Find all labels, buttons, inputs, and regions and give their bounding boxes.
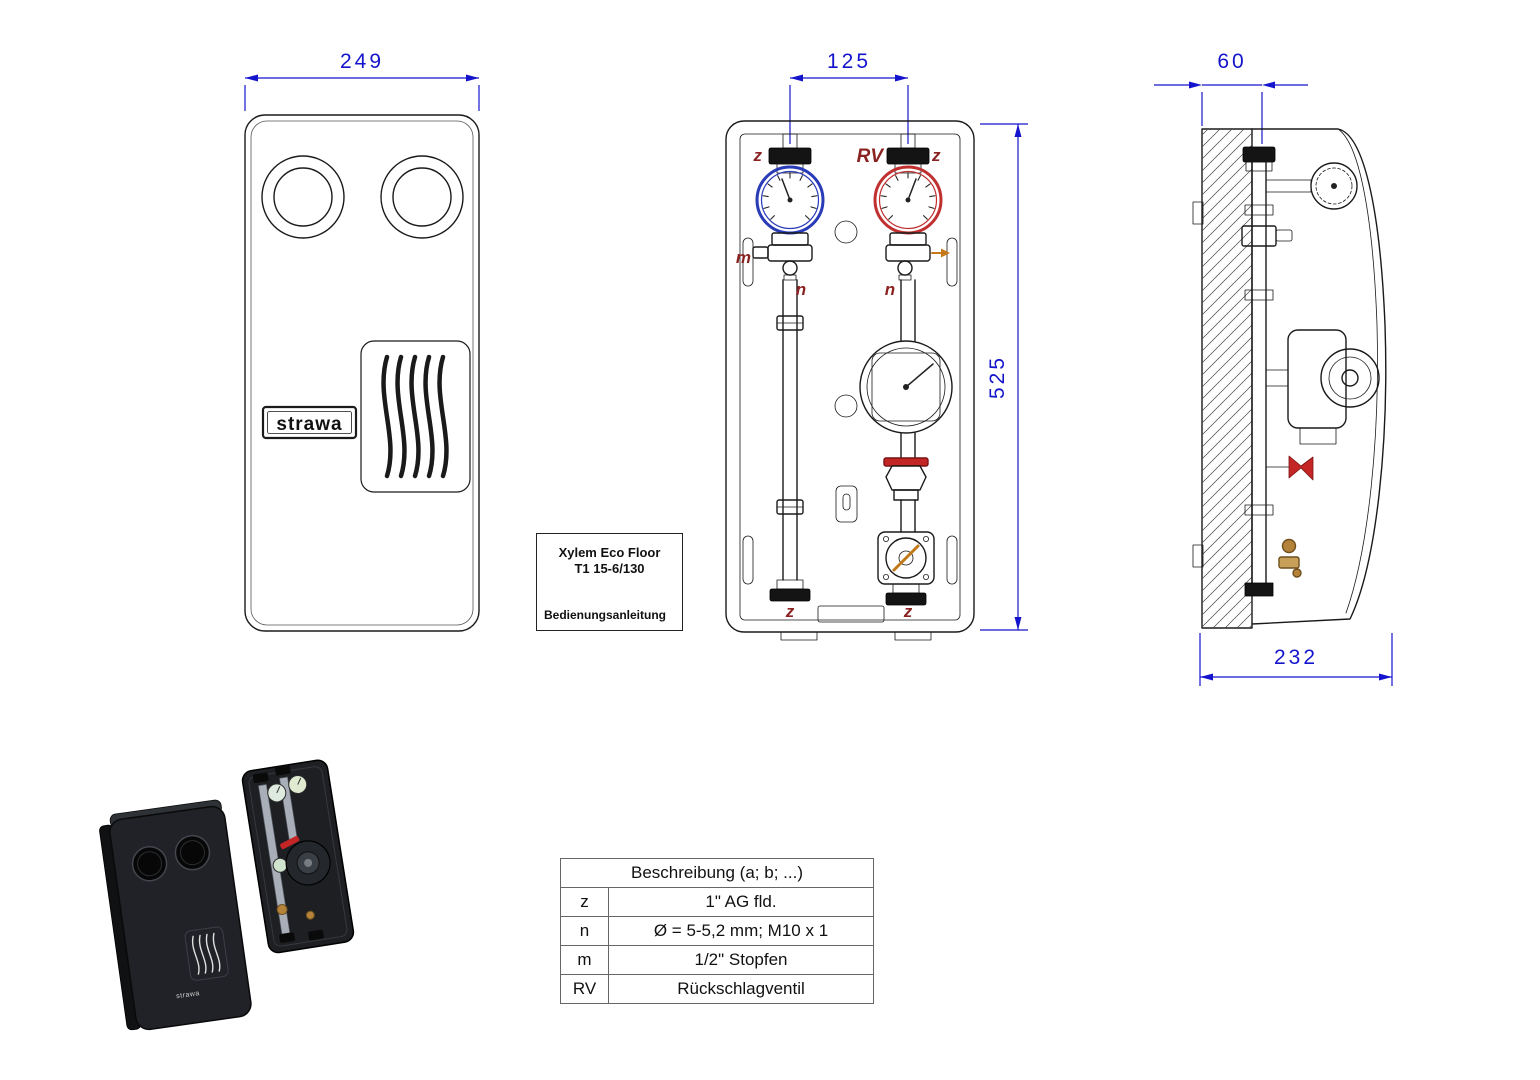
legend-value-n: Ø = 5-5,2 mm; M10 x 1: [608, 916, 874, 946]
dim-125: 125: [789, 50, 909, 144]
label-m: m: [736, 248, 751, 267]
thermometer-left: [755, 133, 825, 235]
dim-232: 232: [1199, 633, 1393, 686]
side-pump: [1265, 329, 1380, 445]
side-view: [1192, 128, 1387, 629]
product-label-line2: T1 15-6/130: [574, 561, 645, 576]
label-rv: RV: [857, 146, 885, 167]
label-n-right: n: [885, 280, 895, 299]
dim-125-text: 125: [827, 50, 871, 73]
label-z-bottom-left: z: [785, 602, 795, 621]
legend-row-n: n Ø = 5-5,2 mm; M10 x 1: [560, 916, 874, 946]
label-n-left: n: [796, 280, 806, 299]
legend-key-z: z: [560, 887, 609, 917]
product-label-line1: Xylem Eco Floor: [558, 545, 661, 560]
flow-arrow-icon: [941, 248, 950, 258]
clip-detail: [835, 485, 858, 523]
legend-key-n: n: [560, 916, 609, 946]
legend-header: Beschreibung (a; b; ...): [560, 858, 874, 888]
iso-red-handle: [280, 835, 300, 850]
side-thermometer-knob: [1265, 162, 1358, 210]
dim-525-text: 525: [986, 355, 1009, 399]
dim-249-text: 249: [340, 50, 384, 73]
iso-logo-text: strawa: [176, 990, 200, 1000]
product-label: Xylem Eco Floor T1 15-6/130 Bedienungsan…: [536, 533, 683, 631]
legend-value-rv: Rückschlagventil: [608, 974, 874, 1004]
strawa-logo: strawa: [261, 405, 358, 440]
legend-key-m: m: [560, 945, 609, 975]
label-z-top-left: z: [753, 146, 763, 165]
iso-product-closed: strawa: [99, 799, 252, 1031]
legend-value-m: 1/2" Stopfen: [608, 945, 874, 975]
dim-60: 60: [1154, 50, 1308, 144]
iso-wave-emblem-icon: [184, 926, 229, 981]
dim-249: 249: [244, 50, 480, 111]
label-z-top-right: z: [931, 146, 941, 165]
strawa-logo-text: strawa: [276, 414, 342, 435]
side-brass-fittings: [1278, 538, 1302, 578]
dim-525: 525: [980, 123, 1028, 631]
legend-row-z: z 1" AG fld.: [560, 887, 874, 917]
red-handle: [883, 457, 929, 467]
side-pipe-assembly: [1241, 146, 1293, 597]
open-view: z RV z m n n z z: [725, 120, 975, 641]
cover-profile: [1251, 128, 1387, 625]
label-z-bottom-right: z: [903, 602, 913, 621]
ball-valve-red-handle: [883, 457, 929, 533]
legend-value-z: 1" AG fld.: [608, 887, 874, 917]
pipe-left: [769, 279, 811, 602]
valve-left: [752, 232, 813, 281]
legend-table: Beschreibung (a; b; ...) z 1" AG fld. n …: [560, 858, 874, 1004]
dim-232-text: 232: [1274, 646, 1318, 669]
dim-60-text: 60: [1217, 50, 1246, 73]
flow-setter: [877, 531, 935, 606]
plug-m: [752, 246, 769, 259]
legend-row-m: m 1/2" Stopfen: [560, 945, 874, 975]
wave-emblem-icon: [360, 340, 471, 493]
pump: [859, 279, 953, 459]
product-label-line3: Bedienungsanleitung: [544, 608, 667, 622]
legend-row-rv: RV Rückschlagventil: [560, 974, 874, 1004]
iso-product-open: [241, 759, 355, 954]
front-view: strawa: [244, 114, 480, 632]
side-red-handle: [1265, 455, 1314, 481]
legend-key-rv: RV: [560, 974, 609, 1004]
wall-bracket: [1192, 128, 1253, 629]
valve-right: [885, 232, 950, 281]
legend-header-row: Beschreibung (a; b; ...): [560, 858, 874, 888]
